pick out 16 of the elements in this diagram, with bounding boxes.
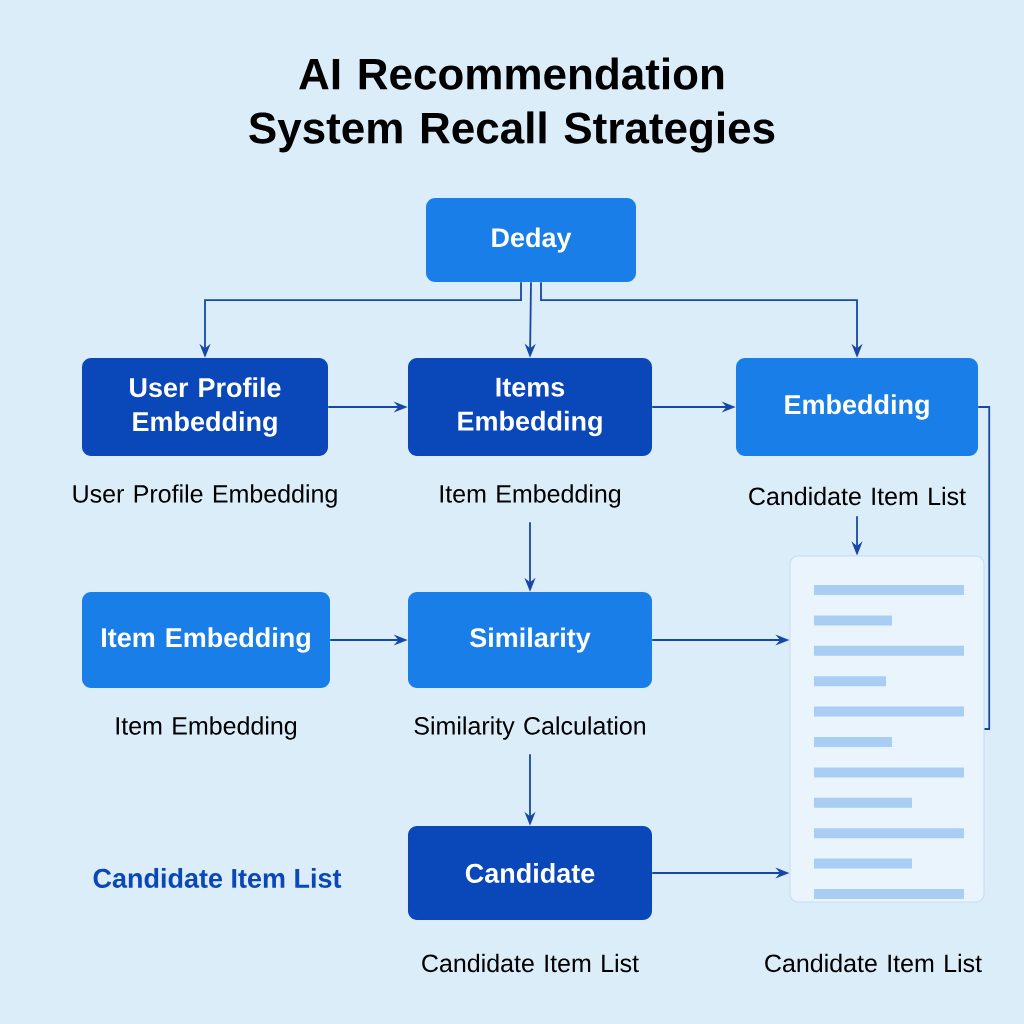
label-text: Candidate Item List <box>93 868 342 888</box>
process-box: Items Embedding <box>408 358 652 456</box>
process-box: Deday <box>426 198 636 282</box>
process-box: User Profile Embedding <box>82 358 328 456</box>
caption-text: Candidate Item List <box>422 953 639 973</box>
process-box: Similarity <box>408 592 652 688</box>
caption-text: Similarity Calculation <box>414 716 646 740</box>
caption-text: Item Embedding <box>440 484 621 508</box>
process-box: Candidate <box>408 826 652 920</box>
caption-text: Candidate Item List <box>749 486 966 506</box>
caption-text: User Profile Embedding <box>73 484 337 508</box>
title: AI Recommendation System Recall Strategies <box>249 57 775 153</box>
caption-text: Item Embedding <box>116 716 297 740</box>
process-box: Embedding <box>736 358 978 456</box>
caption-text: Candidate Item List <box>765 953 982 973</box>
process-box: Item Embedding <box>82 592 330 688</box>
